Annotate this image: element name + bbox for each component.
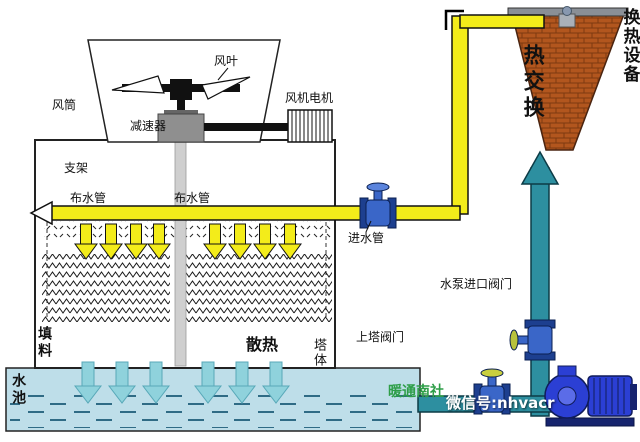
reducer-label: 减速器 (130, 119, 167, 133)
pipe-outlet-arrow (29, 200, 53, 226)
heat-exchange-label: 热交换 (521, 44, 546, 122)
reducer-box (157, 113, 205, 143)
support-label: 支架 (64, 161, 89, 175)
water-pump (544, 365, 637, 427)
heat-dissipation-label: 散热 (246, 335, 279, 354)
inlet-pipe-label: 进水管 (348, 231, 385, 245)
fan-assembly (87, 39, 333, 143)
exchanger-top-valve (558, 6, 576, 28)
flow-up-arrow (520, 150, 560, 185)
inlet-pipe-valve (359, 182, 397, 229)
drive-shaft (174, 141, 187, 367)
upper-tower-valve-label: 上塔阀门 (356, 330, 405, 344)
dist-pipe-label-right: 布水管 (174, 191, 211, 205)
drain-arrows (73, 361, 291, 404)
fan-duct-label: 风筒 (52, 98, 77, 112)
fan-blade-left (111, 75, 165, 94)
dist-pipe-label-left: 布水管 (70, 191, 107, 205)
fan-blade-leader-line (217, 67, 229, 81)
fan-blade-right (201, 76, 251, 100)
fill-material-right (186, 254, 332, 322)
fan-motor-box (287, 109, 333, 143)
spray-arrows (74, 223, 302, 260)
pump-inlet-valve (509, 319, 556, 361)
fan-blade-label: 风叶 (214, 54, 239, 68)
hot-water-pipe (29, 9, 545, 226)
watermark-wechat: 微信号:nhvacr (446, 394, 555, 412)
fan-motor-label: 风机电机 (285, 91, 334, 105)
cold-water-pipe-riser (520, 150, 560, 417)
fill-material-label: 填料 (36, 326, 53, 360)
pump-inlet-valve-label: 水泵进口阀门 (440, 277, 513, 291)
heat-exchange-equipment-label: 换热设备 (619, 8, 640, 84)
fill-material-left (42, 254, 170, 322)
heat-exchanger (507, 6, 629, 151)
water-pool-label: 水池 (10, 373, 27, 407)
fan-hub (170, 79, 192, 100)
upper-tower-valve (473, 368, 511, 415)
watermark-brand: 暖通南社 (388, 384, 444, 400)
inlet-pipe-leader-line (365, 220, 372, 233)
tower-body-label: 塔体 (310, 338, 326, 368)
